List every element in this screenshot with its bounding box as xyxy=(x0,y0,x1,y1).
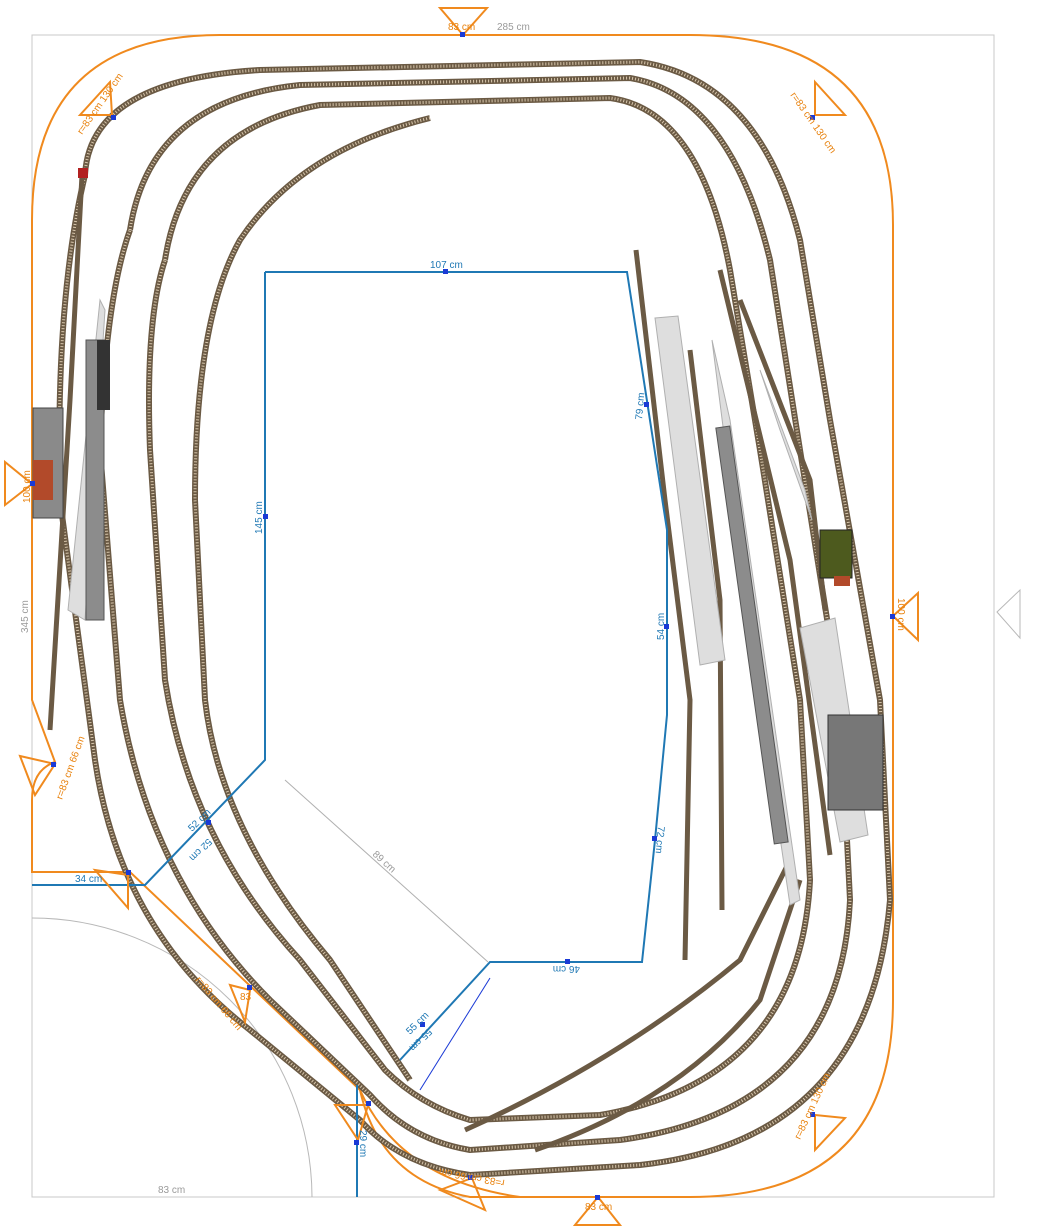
track-inner-loop[interactable] xyxy=(191,115,431,1082)
inner-dimension-outline[interactable] xyxy=(265,271,668,1061)
marker-bottom-center[interactable] xyxy=(437,1176,487,1212)
marker-top-left[interactable] xyxy=(77,79,114,116)
marker-arc-lower[interactable] xyxy=(228,983,252,1026)
label-inner-right-upper: 79 cm xyxy=(634,392,647,420)
handles[interactable] xyxy=(30,32,895,1200)
label-right-side: 100 cm xyxy=(895,598,906,631)
track-loop-2[interactable] xyxy=(96,74,854,1154)
handle[interactable] xyxy=(206,820,211,825)
handle[interactable] xyxy=(247,985,252,990)
marker-top[interactable] xyxy=(437,7,490,37)
handle[interactable] xyxy=(890,614,895,619)
label-vertical-lower: 29 cm xyxy=(357,1130,368,1157)
marker-outside-right[interactable] xyxy=(996,588,1021,640)
handle[interactable] xyxy=(468,1175,473,1180)
label-small-arrow: 83 xyxy=(240,992,252,1003)
building-station xyxy=(827,714,884,811)
handle[interactable] xyxy=(460,32,465,37)
track-loop-3[interactable] xyxy=(146,94,814,1124)
label-top-small: 83 cm xyxy=(448,22,475,33)
marker-lower-left[interactable] xyxy=(18,754,57,798)
label-top-width: 285 cm xyxy=(497,22,530,33)
handle[interactable] xyxy=(595,1195,600,1200)
marker-left[interactable] xyxy=(4,459,34,508)
label-left-height: 345 cm xyxy=(20,600,31,633)
board-outline xyxy=(31,34,995,1198)
building-green xyxy=(819,529,853,579)
reference-arc xyxy=(31,917,313,1198)
handle[interactable] xyxy=(565,959,570,964)
label-inner-bottom: 46 cm xyxy=(553,963,580,974)
label-left-side: 100 cm xyxy=(22,470,33,503)
track-siding-2[interactable] xyxy=(687,349,725,911)
handle[interactable] xyxy=(644,402,649,407)
track-siding-1[interactable] xyxy=(633,249,693,961)
handle[interactable] xyxy=(126,870,131,875)
handle[interactable] xyxy=(420,1022,425,1027)
label-bottom-left: 83 cm xyxy=(158,1185,185,1196)
train-right[interactable] xyxy=(715,425,789,845)
marker-bottom-left[interactable] xyxy=(333,1104,370,1143)
building-green-roof xyxy=(834,576,850,586)
handle[interactable] xyxy=(354,1140,359,1145)
buildings xyxy=(32,168,884,811)
handle[interactable] xyxy=(51,762,56,767)
label-inner-right-mid: 54 cm xyxy=(656,613,667,640)
handle[interactable] xyxy=(652,836,657,841)
train-left-loco xyxy=(97,340,110,410)
handle[interactable] xyxy=(263,514,268,519)
handle[interactable] xyxy=(30,481,35,486)
label-inner-left: 145 cm xyxy=(254,501,265,534)
marker-bottom-right[interactable] xyxy=(814,1113,848,1153)
signal-box-top-left xyxy=(78,168,88,178)
label-left-horizontal: 34 cm xyxy=(75,874,102,885)
marker-top-right[interactable] xyxy=(814,79,848,116)
handle[interactable] xyxy=(810,115,815,120)
platform-right-1 xyxy=(654,315,726,666)
orange-markers[interactable] xyxy=(4,7,919,1226)
label-inner-right-lower: 72 cm xyxy=(653,826,666,854)
trains[interactable] xyxy=(85,339,789,845)
handle[interactable] xyxy=(443,269,448,274)
marker-left-horizontal[interactable] xyxy=(92,868,129,911)
label-bottom-right: 83 cm xyxy=(585,1202,612,1213)
handle[interactable] xyxy=(810,1112,815,1117)
label-inner-top: 107 cm xyxy=(430,260,463,271)
handle[interactable] xyxy=(366,1101,371,1106)
marker-right[interactable] xyxy=(891,590,919,643)
track-spur-lower-2[interactable] xyxy=(534,879,803,1153)
thin-diagonal xyxy=(284,779,489,963)
thin-line-lower xyxy=(419,977,491,1091)
handle[interactable] xyxy=(664,624,669,629)
track-siding-3[interactable] xyxy=(717,269,833,856)
platform-right-3 xyxy=(759,369,813,521)
building-left-red xyxy=(33,460,53,500)
track-left-siding-1[interactable] xyxy=(47,174,85,731)
handle[interactable] xyxy=(111,115,116,120)
track-spur-lower-1[interactable] xyxy=(463,858,793,1133)
marker-bottom[interactable] xyxy=(572,1195,623,1226)
